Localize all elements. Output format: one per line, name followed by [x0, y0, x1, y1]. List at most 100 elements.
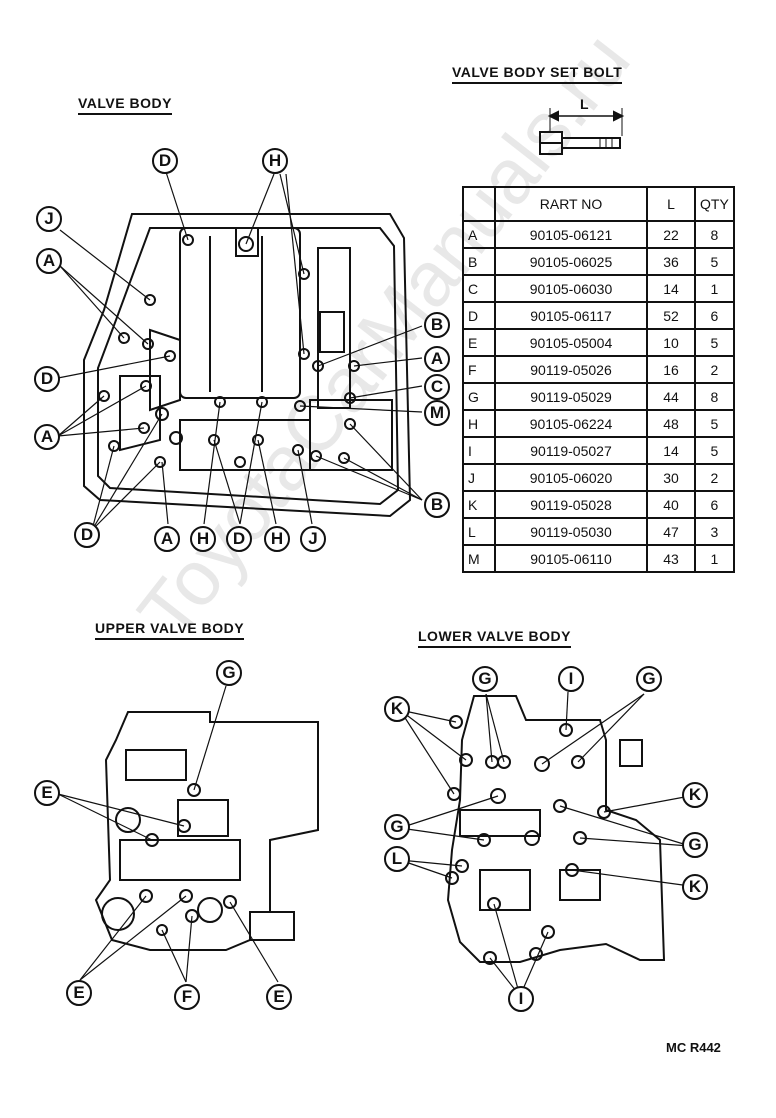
quantity: 6	[694, 490, 735, 519]
bolt-length: 16	[646, 355, 696, 384]
callout-lower-i-top: I	[558, 666, 584, 692]
upper-valve-body-bolt-holes	[139, 783, 237, 936]
bolt-letter: K	[462, 490, 496, 519]
quantity: 5	[694, 436, 735, 465]
callout-valve-body-h-top: H	[262, 148, 288, 174]
bolt-length: 14	[646, 436, 696, 465]
valve-body-heading: VALVE BODY	[78, 95, 172, 115]
quantity: 1	[694, 544, 735, 573]
callout-upper-f: F	[174, 984, 200, 1010]
bolt-length: 14	[646, 274, 696, 303]
bolt-letter: J	[462, 463, 496, 492]
bolt-length: 44	[646, 382, 696, 411]
bolt-table-header-row: RART NO L QTY	[462, 186, 735, 222]
callout-lower-g-left: G	[384, 814, 410, 840]
upper-valve-body-outline	[94, 711, 319, 951]
lower-valve-body-heading: LOWER VALVE BODY	[418, 628, 571, 648]
bolt-length: 43	[646, 544, 696, 573]
bolt-letter: I	[462, 436, 496, 465]
part-number: 90105-06224	[494, 409, 648, 438]
bolt-letter: C	[462, 274, 496, 303]
callout-lower-k-left: K	[384, 696, 410, 722]
valve-body-leaders	[57, 171, 423, 531]
model-code: MC R442	[666, 1040, 721, 1055]
header-length: L	[646, 186, 696, 222]
callout-valve-body-h-bottom-1: H	[190, 526, 216, 552]
part-number: 90119-05029	[494, 382, 648, 411]
part-number: 90119-05027	[494, 436, 648, 465]
header-part-no: RART NO	[494, 186, 648, 222]
callout-lower-l-left: L	[384, 846, 410, 872]
bolt-length: 52	[646, 301, 696, 330]
callout-valve-body-d-left: D	[34, 366, 60, 392]
bolt-letter: M	[462, 544, 496, 573]
lower-valve-body-bolt-holes	[445, 715, 611, 965]
callout-valve-body-a-right: A	[424, 346, 450, 372]
callout-upper-e-bottom-left: E	[66, 980, 92, 1006]
callout-valve-body-a-bottom: A	[154, 526, 180, 552]
upper-valve-body-leaders	[57, 685, 279, 983]
part-number: 90119-05026	[494, 355, 648, 384]
bolt-letter: H	[462, 409, 496, 438]
quantity: 8	[694, 382, 735, 411]
bolt-letter: B	[462, 247, 496, 276]
bolt-length: 47	[646, 517, 696, 546]
valve-body-bolt-holes	[98, 234, 360, 468]
callout-valve-body-b-right-top: B	[424, 312, 450, 338]
part-number: 90119-05030	[494, 517, 648, 546]
callout-valve-body-d-top: D	[152, 148, 178, 174]
header-letter	[462, 186, 496, 222]
callout-valve-body-d-bottom: D	[226, 526, 252, 552]
quantity: 3	[694, 517, 735, 546]
quantity: 5	[694, 247, 735, 276]
part-number: 90105-06020	[494, 463, 648, 492]
quantity: 1	[694, 274, 735, 303]
upper-valve-body-heading: UPPER VALVE BODY	[95, 620, 245, 640]
callout-valve-body-h-bottom-2: H	[264, 526, 290, 552]
quantity: 6	[694, 301, 735, 330]
callout-lower-i-bottom: I	[508, 986, 534, 1012]
bolt-letter: D	[462, 301, 496, 330]
part-number: 90105-06117	[494, 301, 648, 330]
bolt-letter: G	[462, 382, 496, 411]
callout-valve-body-m-right: M	[424, 400, 450, 426]
lower-valve-body-outline	[446, 695, 666, 963]
set-bolt-heading: VALVE BODY SET BOLT	[452, 64, 623, 84]
callout-lower-k-right-top: K	[682, 782, 708, 808]
bolt-length: 30	[646, 463, 696, 492]
bolt-letter: F	[462, 355, 496, 384]
bolt-length: 10	[646, 328, 696, 357]
callout-valve-body-b-right-bottom: B	[424, 492, 450, 518]
callout-lower-g-right: G	[682, 832, 708, 858]
part-number: 90105-05004	[494, 328, 648, 357]
callout-lower-g-top-left: G	[472, 666, 498, 692]
callout-valve-body-a-left-mid: A	[34, 424, 60, 450]
part-number: 90105-06110	[494, 544, 648, 573]
part-number: 90119-05028	[494, 490, 648, 519]
callout-valve-body-j-left: J	[36, 206, 62, 232]
header-qty: QTY	[694, 186, 735, 222]
callout-valve-body-d-bottom-left: D	[74, 522, 100, 548]
callout-valve-body-j-bottom: J	[300, 526, 326, 552]
bolt-letter: A	[462, 220, 496, 249]
callout-upper-g: G	[216, 660, 242, 686]
callout-lower-k-right-bottom: K	[682, 874, 708, 900]
set-bolt-illustration	[539, 108, 625, 155]
callout-valve-body-a-left-top: A	[36, 248, 62, 274]
quantity: 2	[694, 463, 735, 492]
